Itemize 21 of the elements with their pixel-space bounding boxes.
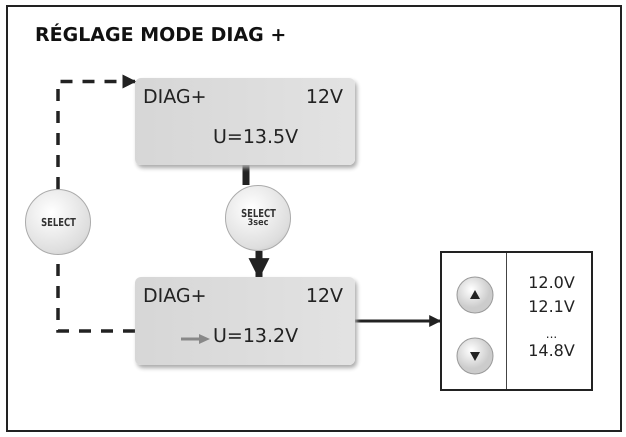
duration-label: 3sec <box>248 219 268 228</box>
voltage-rating: 12V <box>306 86 343 108</box>
dashed-arrow <box>56 74 136 189</box>
voltage-reading: U=13.2V <box>213 325 298 347</box>
voltage-rating: 12V <box>306 285 343 307</box>
voltage-reading: U=13.5V <box>213 126 298 148</box>
title: RÉGLAGE MODE DIAG + <box>35 24 286 46</box>
voltage-value: 12.1V <box>527 297 576 316</box>
ellipsis: ... <box>544 327 558 341</box>
arrow <box>248 251 270 280</box>
value-panel <box>440 251 593 391</box>
display-box <box>135 78 355 165</box>
connector-line <box>242 165 250 185</box>
button-label: SELECT <box>40 216 76 228</box>
arrow <box>355 315 442 327</box>
display-box <box>135 277 355 365</box>
voltage-value: 12.0V <box>527 273 576 292</box>
voltage-value: 14.8V <box>527 341 576 360</box>
button-label: SELECT <box>240 208 276 219</box>
mode-label: DIAG+ <box>143 86 207 108</box>
mode-label: DIAG+ <box>143 285 207 307</box>
